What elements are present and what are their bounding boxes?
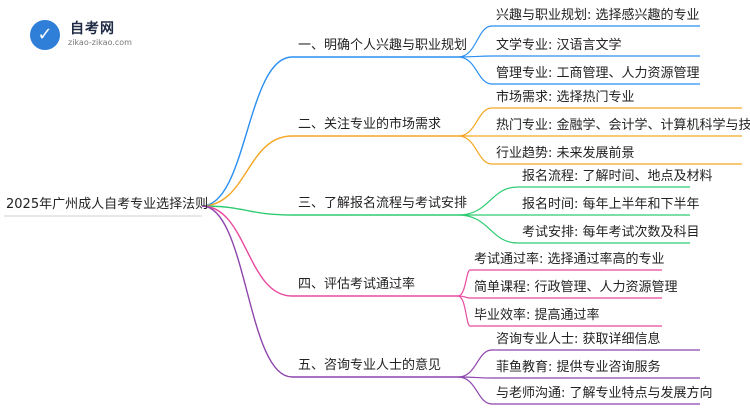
branch-4-leaf-1: 考试通过率: 选择通过率高的专业: [474, 252, 665, 267]
root-topic: 2025年广州成人自考专业选择法则: [6, 197, 209, 212]
logo-url: zikao-zikao.com: [68, 38, 132, 47]
branch-1-leaf-3: 管理专业: 工商管理、人力资源管理: [496, 66, 700, 81]
branch-3-leaf-1: 报名流程: 了解时间、地点及材料: [522, 169, 713, 184]
branch-1-leaf-2: 文学专业: 汉语言文学: [496, 38, 622, 53]
branch-3-label: 三、了解报名流程与考试安排: [298, 196, 468, 211]
branch-4-leaf-3-connector: [457, 295, 471, 327]
branch-2-leaf-3-connector: [457, 135, 493, 165]
branch-4-leaf-1-connector: [457, 269, 471, 297]
branch-5-leaf-2: 菲鱼教育: 提供专业咨询服务: [496, 360, 661, 375]
branch-5-leaf-1-connector: [457, 349, 493, 378]
branch-3-leaf-2: 报名时间: 每年上半年和下半年: [522, 197, 700, 212]
root-to-branch-1-connector: [201, 56, 293, 207]
site-logo: ✓ 自考网 zikao-zikao.com: [30, 18, 150, 52]
branch-3-leaf-3-connector: [457, 214, 519, 244]
branch-1-leaf-3-connector: [457, 56, 493, 85]
root-to-branch-2-connector: [201, 135, 293, 207]
root-to-branch-3-connector: [201, 205, 293, 216]
branch-5-leaf-3: 与老师沟通: 了解专业特点与发展方向: [496, 386, 713, 401]
branch-1-label: 一、明确个人兴趣与职业规划: [298, 38, 468, 53]
branch-2-label: 二、关注专业的市场需求: [298, 117, 442, 132]
branch-2-leaf-1: 市场需求: 选择热门专业: [496, 90, 635, 105]
branch-4-leaf-2: 简单课程: 行政管理、人力资源管理: [474, 280, 678, 295]
branch-1-leaf-1: 兴趣与职业规划: 选择感兴趣的专业: [496, 8, 700, 23]
logo-title: 自考网: [70, 21, 115, 37]
root-to-branch-4-connector: [201, 205, 293, 297]
branch-3-leaf-3: 考试安排: 每年考试次数及科目: [522, 225, 700, 240]
branch-2-leaf-2: 热门专业: 金融学、会计学、计算机科学与技术: [496, 118, 750, 133]
branch-4-label: 四、评估考试通过率: [298, 277, 416, 292]
branch-2-leaf-3: 行业趋势: 未来发展前景: [496, 146, 635, 161]
branch-4-leaf-3: 毕业效率: 提高通过率: [474, 308, 600, 323]
branch-1-leaf-1-connector: [457, 25, 493, 58]
root-to-branch-5-connector: [201, 205, 293, 378]
branch-5-label: 五、咨询专业人士的意见: [298, 358, 442, 373]
branch-5-leaf-3-connector: [457, 376, 493, 405]
branch-5-leaf-1: 咨询专业人士: 获取详细信息: [496, 332, 661, 347]
branch-3-leaf-1-connector: [457, 186, 519, 216]
branch-2-leaf-1-connector: [457, 107, 493, 137]
logo-check-icon: ✓: [30, 20, 60, 50]
